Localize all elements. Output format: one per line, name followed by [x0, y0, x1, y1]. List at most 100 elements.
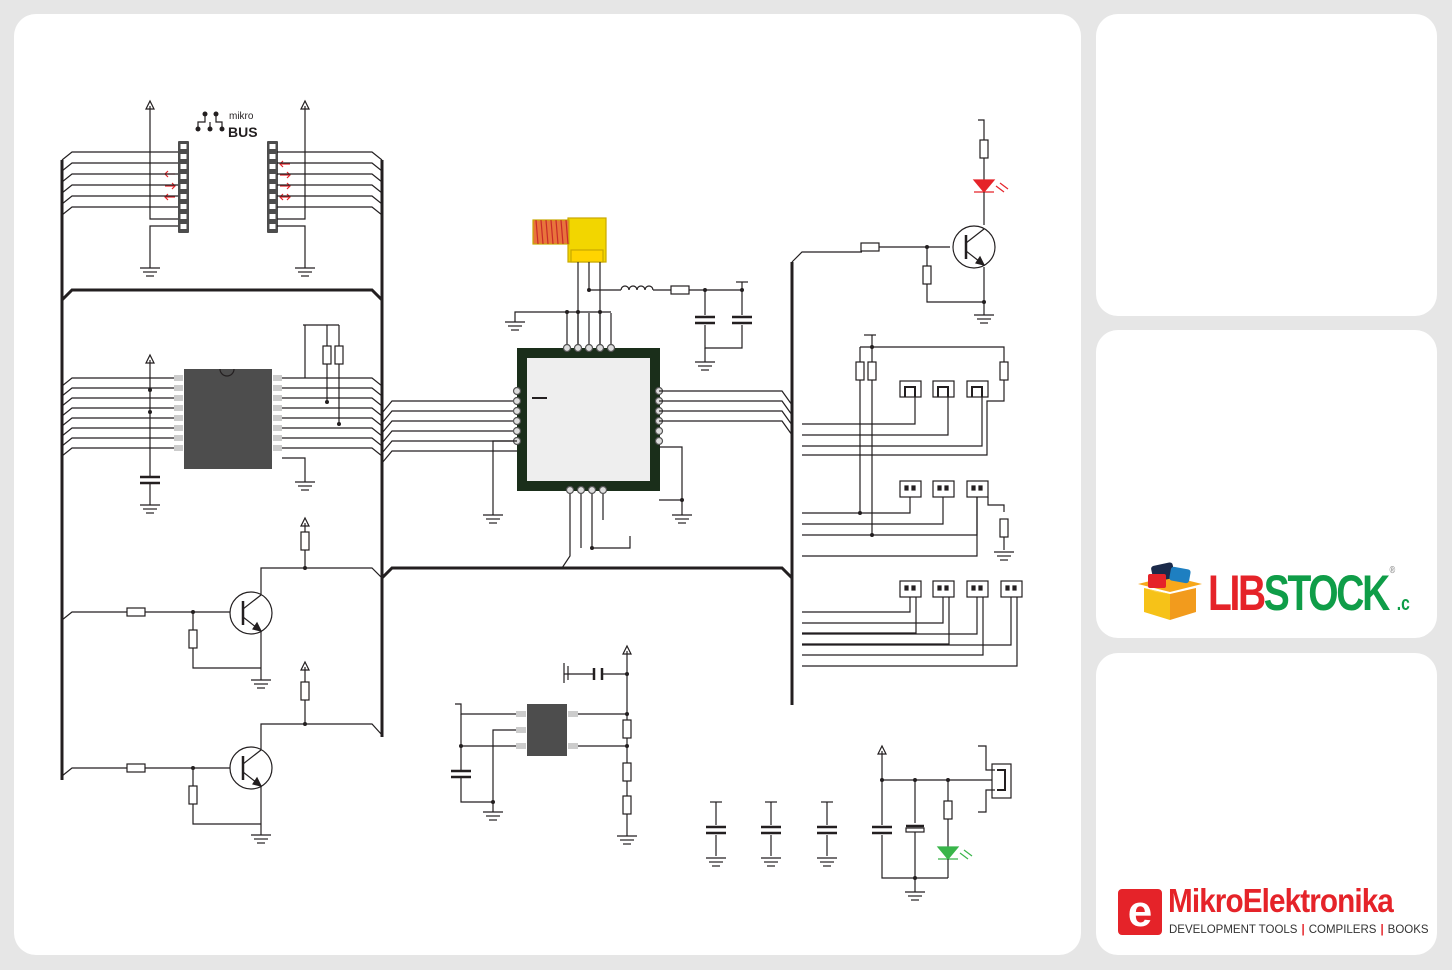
pin-header-pin: [181, 164, 187, 169]
wire: [62, 612, 127, 620]
resistor: [127, 608, 145, 616]
wire: [802, 597, 977, 634]
wire: [62, 378, 174, 386]
wire: [282, 418, 382, 426]
ic-pin: [174, 395, 183, 401]
pin-header-pin: [270, 184, 276, 189]
ic-pin: [273, 425, 282, 431]
rf-pad: [575, 345, 582, 352]
jumper: [1013, 586, 1016, 590]
wire: [150, 226, 178, 268]
junction-dot: [625, 712, 629, 716]
wire: [261, 700, 305, 752]
jumper: [900, 481, 921, 497]
jumper: [945, 586, 948, 590]
wire: [988, 497, 1004, 512]
resistor: [189, 786, 197, 804]
wire: [659, 421, 792, 435]
wire: [562, 494, 570, 568]
wire: [282, 458, 305, 482]
pin-header-pin: [181, 224, 187, 229]
junction-dot: [491, 800, 495, 804]
pin-header-pin: [181, 204, 187, 209]
jumper: [1006, 586, 1009, 590]
transistor-icon: [230, 747, 272, 789]
jumper: [972, 486, 975, 490]
bus-right: [792, 252, 862, 262]
resistor: [868, 362, 876, 380]
wire: [592, 494, 630, 548]
wire: [277, 174, 382, 182]
pin-header-pin: [270, 224, 276, 229]
wire: [62, 196, 178, 204]
jumper: [933, 581, 954, 597]
wire: [277, 163, 382, 171]
wire: [802, 397, 915, 424]
wire: [802, 397, 982, 446]
ic-pin: [174, 385, 183, 391]
wire: [62, 388, 174, 396]
rf-pad: [656, 428, 663, 435]
wire: [193, 648, 261, 668]
led-icon: [974, 180, 994, 192]
led-icon: [960, 853, 968, 859]
wire: [282, 398, 382, 406]
rf-pad: [589, 487, 596, 494]
wire: [62, 163, 178, 171]
wire: [277, 207, 382, 215]
pin-header-pin: [270, 164, 276, 169]
mikroelektronika-e-icon: e: [1118, 889, 1162, 935]
jumper: [967, 581, 988, 597]
ic-pin: [174, 445, 183, 451]
wire: [705, 325, 742, 348]
junction-dot: [625, 744, 629, 748]
wire: [802, 497, 977, 556]
junction-dot: [565, 310, 569, 314]
transistor-icon: [953, 226, 995, 268]
wire: [802, 597, 943, 623]
bus: [62, 290, 382, 300]
wire: [382, 451, 517, 463]
ic-pin: [273, 405, 282, 411]
rf-pad: [608, 345, 615, 352]
pin-header-pin: [270, 174, 276, 179]
mikroelektronika-name: MikroElektronika: [1168, 883, 1393, 919]
wire: [62, 438, 174, 446]
rf-pad: [656, 438, 663, 445]
mikrobus-logo-bottom: BUS: [228, 124, 258, 140]
jumper: [972, 586, 975, 590]
junction-dot: [590, 546, 594, 550]
pin-header-pin: [270, 214, 276, 219]
wire: [62, 185, 178, 193]
led-icon: [964, 850, 972, 856]
pin-header-pin: [270, 144, 276, 149]
jumper: [967, 481, 988, 497]
rf-pad: [564, 345, 571, 352]
resistor: [623, 763, 631, 781]
mikrobus-logo: mikro BUS: [228, 111, 258, 140]
ic-pin: [174, 405, 183, 411]
wire: [62, 448, 174, 456]
wire: [659, 391, 792, 405]
wire: [277, 185, 382, 193]
mikrobus-logo-top: mikro: [229, 111, 254, 122]
libstock-logo: LIBSTOCK®.c: [1130, 562, 1390, 624]
wire: [282, 408, 382, 416]
rf-pad: [514, 398, 521, 405]
led-icon: [938, 847, 958, 859]
ic-pin: [273, 385, 282, 391]
jumper: [1001, 581, 1022, 597]
rf-pad: [514, 418, 521, 425]
switch: [933, 381, 954, 397]
rf-pad: [514, 388, 521, 395]
wire: [62, 768, 127, 776]
junction-dot: [625, 672, 629, 676]
jumper: [912, 586, 915, 590]
mikroelektronika-tagline: DEVELOPMENT TOOLS|COMPILERS|BOOKS: [1169, 923, 1429, 937]
pin-header-pin: [270, 154, 276, 159]
ic-pin: [174, 425, 183, 431]
wire: [193, 804, 261, 824]
led-icon: [1000, 183, 1008, 189]
ic-pin: [273, 395, 282, 401]
junction-dot: [870, 345, 874, 349]
